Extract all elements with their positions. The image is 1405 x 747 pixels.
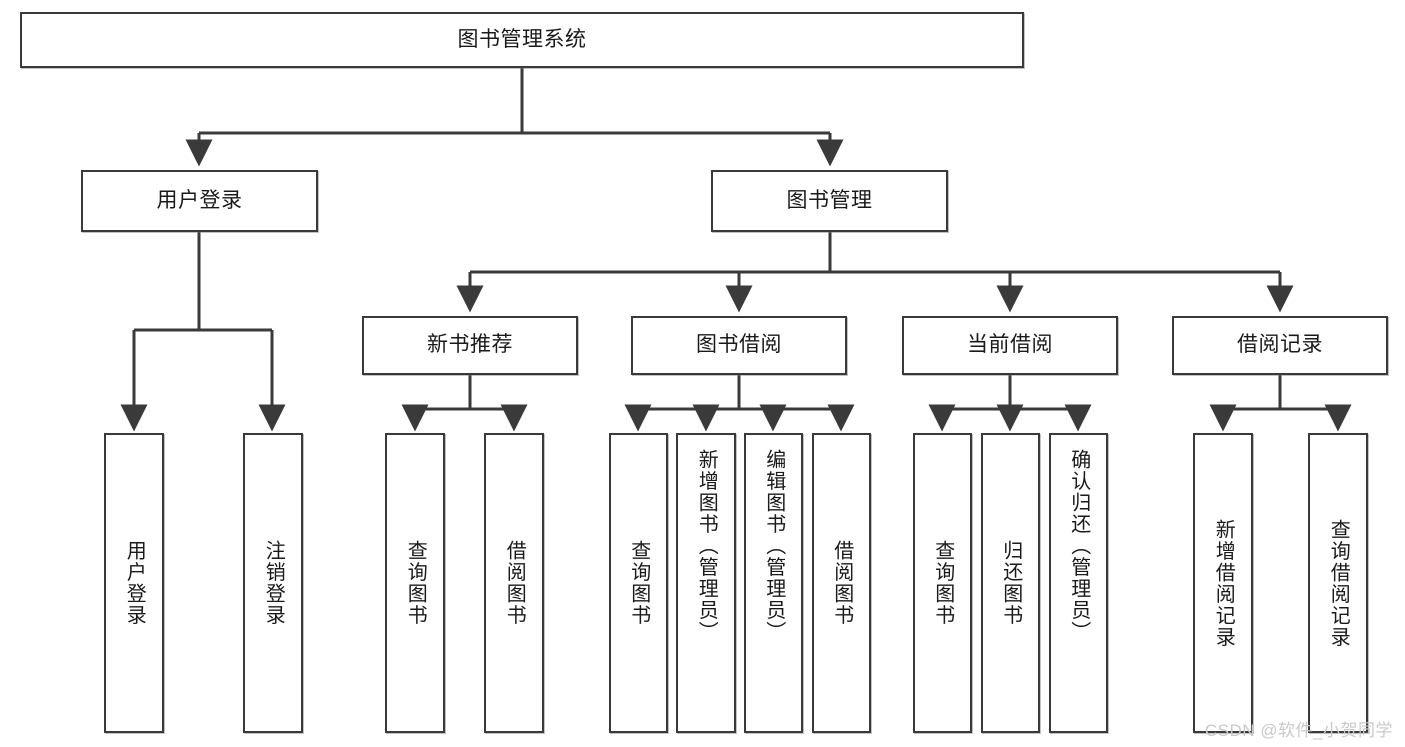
node-label: 图书管理系统 [457,27,587,51]
node-current-borrowing[interactable]: 当前借阅 [902,316,1118,375]
node-label: 归还图书 [999,540,1022,626]
node-label: 借阅记录 [1237,333,1323,357]
node-label: 借阅图书 [503,540,526,626]
node-label: 查询图书 [404,540,427,626]
node-label: 用户登录 [156,188,243,212]
node-leaf-return-book[interactable]: 归还图书 [981,433,1040,733]
node-leaf-confirm-return-admin[interactable]: 确认归还（管理员） [1049,433,1108,733]
node-leaf-user-login[interactable]: 用户登录 [104,433,164,733]
node-label: 图书管理 [786,188,873,212]
node-label: 新增图书（管理员） [695,449,718,643]
node-borrowing-record[interactable]: 借阅记录 [1172,316,1388,375]
node-leaf-add-borrow-record[interactable]: 新增借阅记录 [1193,433,1253,733]
node-label: 查询图书 [931,540,954,626]
node-label: 借阅图书 [830,540,853,626]
node-label: 新增借阅记录 [1212,518,1235,648]
node-leaf-edit-book-admin[interactable]: 编辑图书（管理员） [744,433,803,733]
node-leaf-query-borrow-record[interactable]: 查询借阅记录 [1308,433,1368,733]
node-leaf-borrow-book-recommend[interactable]: 借阅图书 [484,433,544,733]
node-leaf-query-book-recommend[interactable]: 查询图书 [385,433,445,733]
node-label: 编辑图书（管理员） [762,449,785,643]
node-label: 查询图书 [627,540,650,626]
node-root-book-management-system[interactable]: 图书管理系统 [20,12,1024,68]
node-label: 用户登录 [123,540,146,626]
node-book-borrowing[interactable]: 图书借阅 [631,316,847,375]
node-label: 注销登录 [262,540,285,626]
csdn-watermark: CSDN @软件_小贺同学 [1204,721,1393,740]
node-leaf-borrow-book[interactable]: 借阅图书 [812,433,871,733]
node-leaf-add-book-admin[interactable]: 新增图书（管理员） [676,433,736,733]
node-book-management[interactable]: 图书管理 [711,170,948,232]
node-label: 查询借阅记录 [1327,518,1350,648]
node-leaf-query-book-current[interactable]: 查询图书 [913,433,972,733]
node-label: 确认归还（管理员） [1067,449,1090,643]
node-label: 当前借阅 [967,333,1053,357]
node-label: 图书借阅 [696,333,782,357]
node-new-book-recommendation[interactable]: 新书推荐 [362,316,578,375]
node-label: 新书推荐 [427,333,513,357]
node-leaf-logout[interactable]: 注销登录 [243,433,303,733]
node-leaf-query-book-borrow[interactable]: 查询图书 [609,433,668,733]
node-user-login[interactable]: 用户登录 [81,170,318,232]
